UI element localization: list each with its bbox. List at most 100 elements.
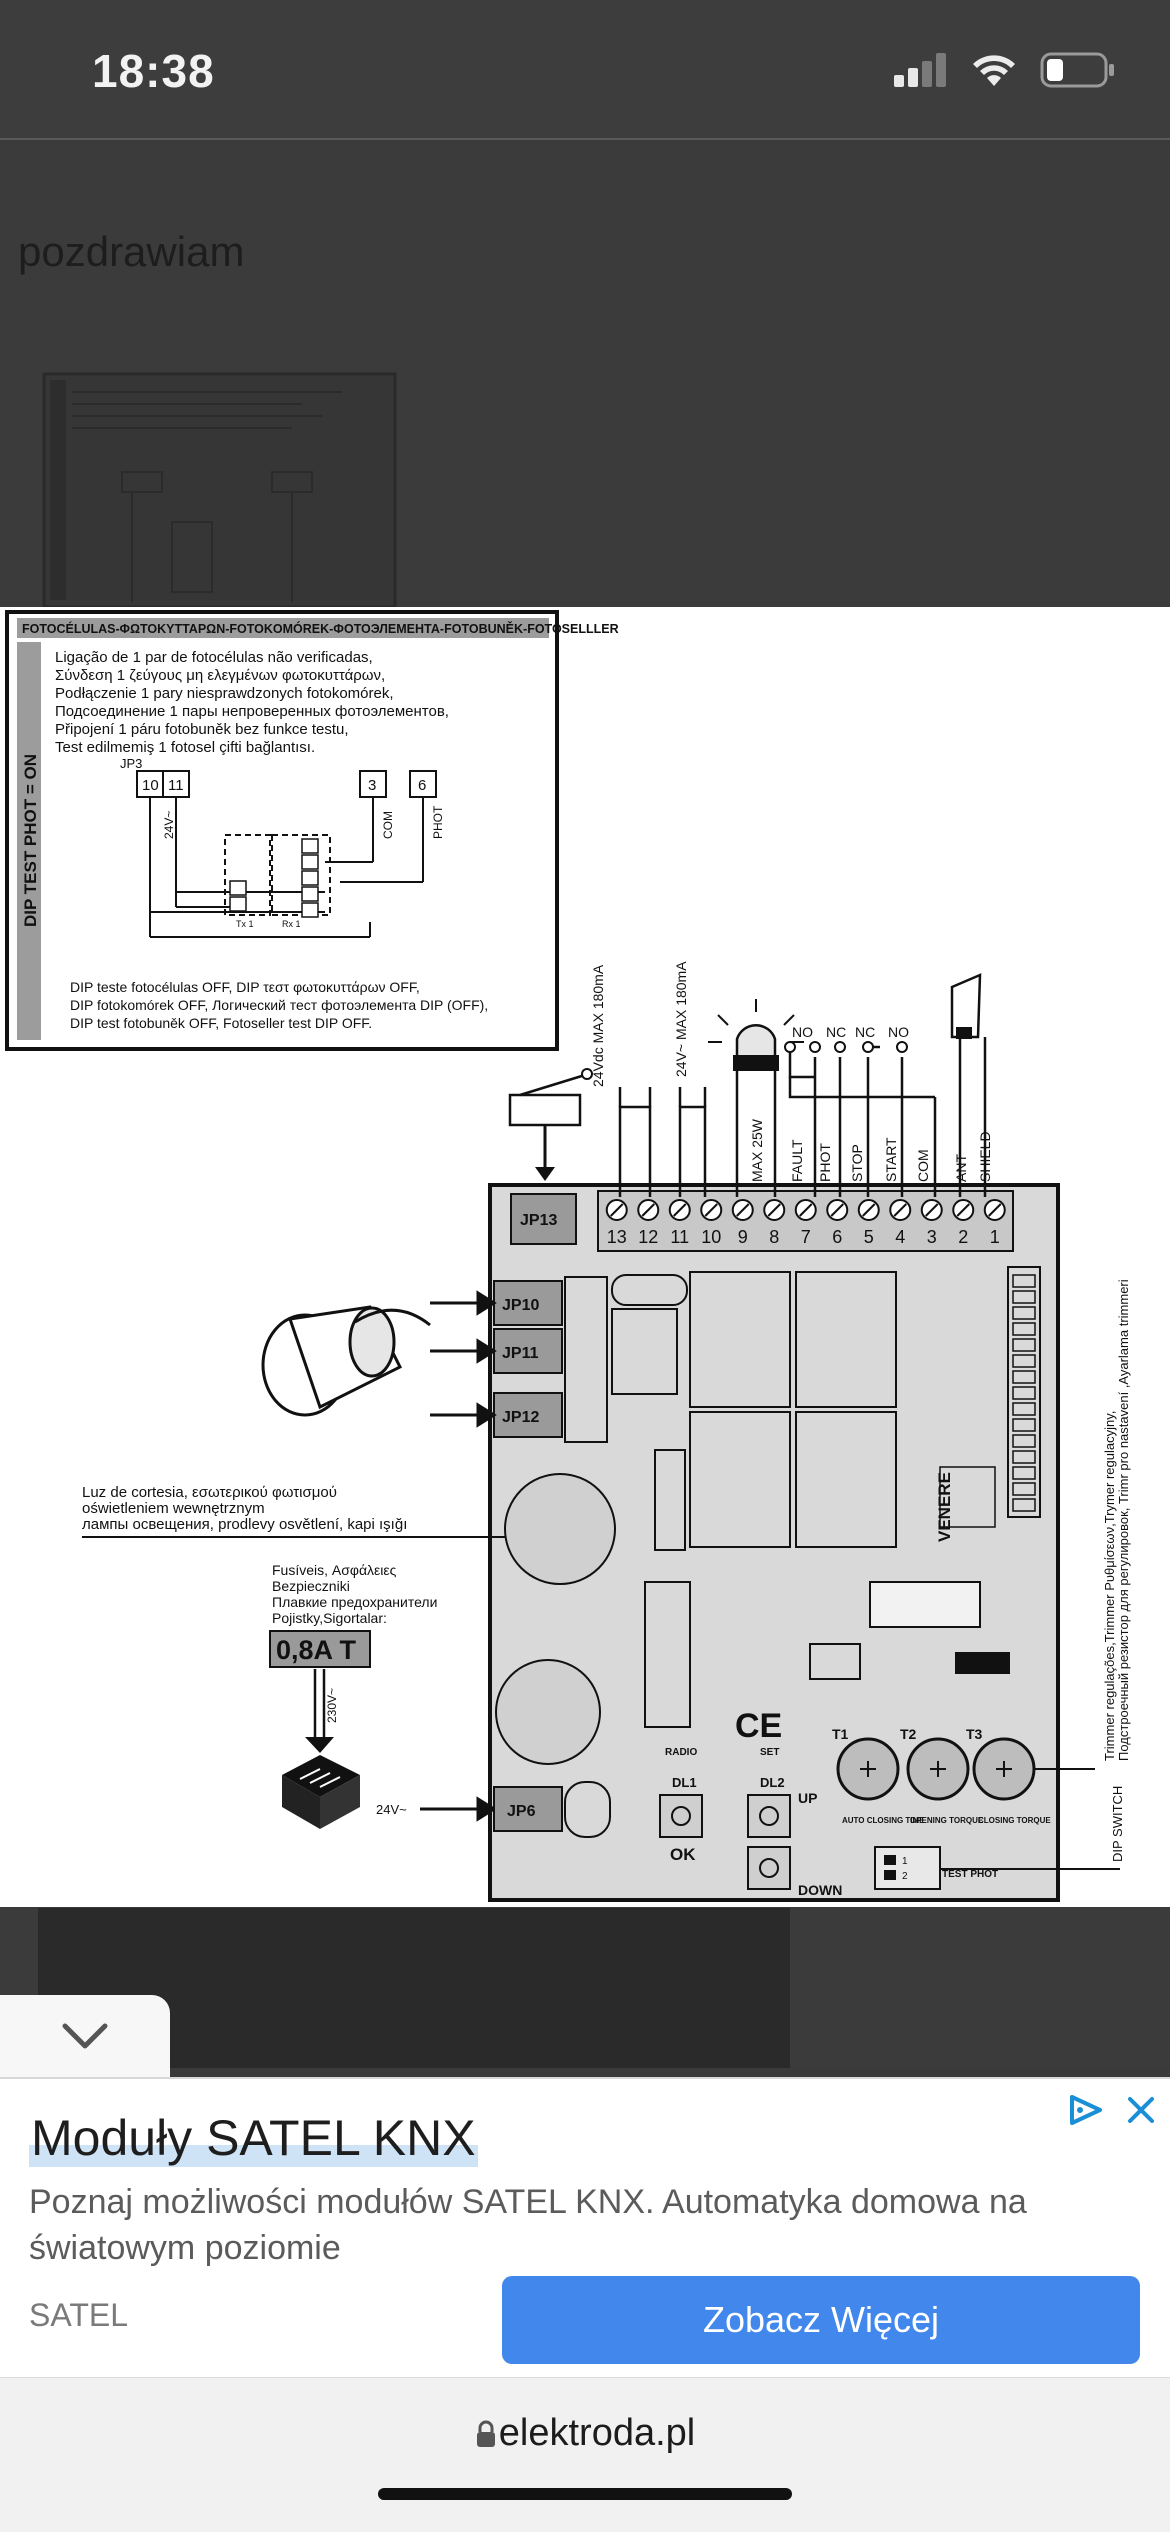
label-fault: FAULT [789,1139,805,1182]
status-time: 18:38 [92,45,215,97]
jp11-label: JP11 [502,1345,539,1362]
fuse-text: Bezpieczniki [272,1578,350,1594]
inset-footer: DIP fotokomórek OFF, Логический тест фот… [70,997,488,1013]
fuse-text: Fusíveis, Ασφάλειες [272,1562,397,1578]
ad-brand: SATEL [29,2297,128,2333]
label-max25w: MAX 25W [749,1118,765,1182]
terminal-screw-slot [862,1203,876,1217]
terminal-number: 1 [990,1227,1000,1247]
ad-title[interactable]: Moduły SATEL KNX [29,2109,478,2167]
lock-icon [476,2420,495,2447]
url-domain: elektroda.pl [498,2412,696,2454]
battery-icon [1040,52,1114,88]
image-viewer[interactable]: FOTOCÉLULAS-ΦΩΤΟΚΥΤΤΑΡΩΝ-FOTOKOMÓREK-ФОТ… [0,607,1170,1907]
inset-header: FOTOCÉLULAS-ΦΩΤΟΚΥΤΤΑΡΩΝ-FOTOKOMÓREK-ФОТ… [22,621,619,636]
article-text: pozdrawiam [18,228,245,275]
auto-closing-label: AUTO CLOSING TIME [842,1816,925,1825]
label-24vdc: 24Vdc MAX 180mA [590,964,606,1087]
header-pin [1012,1482,1036,1496]
inset-side-label: DIP TEST PHOT = ON [21,754,40,927]
header-pin [1012,1466,1036,1480]
trimmer-text: Подстроечный резистор для регулировок, T… [1116,1279,1131,1761]
terminal-screw-slot [893,1203,907,1217]
inset-phot-label: PHOT [431,805,445,839]
wiring-diagram: FOTOCÉLULAS-ΦΩΤΟΚΥΤΤΑΡΩΝ-FOTOKOMÓREK-ФОТ… [5,610,1131,1902]
inset-line: Σύνδεση 1 ζεύγους μη ελεγμένων φωτοκυττά… [55,667,385,684]
terminal-number: 7 [801,1227,811,1247]
inset-footer: DIP teste fotocélulas OFF, DIP τεστ φωτο… [70,979,420,995]
url-bar[interactable]: elektroda.pl [0,2377,1170,2532]
ad-cta-button[interactable]: Zobacz Więcej [502,2276,1140,2364]
header-pin [1012,1354,1036,1368]
header-pin [1012,1386,1036,1400]
ad-banner[interactable]: Moduły SATEL KNX Poznaj możliwości moduł… [0,2077,1170,2377]
jp13-label: JP13 [520,1212,557,1229]
terminal-screw-slot [925,1203,939,1217]
light-text: лампы освещения, prodlevy osvětlení, kap… [82,1516,407,1533]
terminal-screw-slot [988,1203,1002,1217]
header-pin [1012,1402,1036,1416]
url-display[interactable]: elektroda.pl [0,2412,1170,2455]
terminal-screw-slot [736,1203,750,1217]
ad-description: Poznaj możliwości modułów SATEL KNX. Aut… [29,2183,1027,2267]
terminal-number: 5 [864,1227,874,1247]
header-pin [1012,1306,1036,1320]
terminal-screw-slot [799,1203,813,1217]
label-24vac: 24V~ MAX 180mA [673,961,689,1077]
home-indicator [378,2488,792,2500]
fuse-text: Pojistky,Sigortalar: [272,1610,387,1626]
light-text: Luz de cortesia, εσωτερικού φωτισμού [82,1484,337,1501]
dip-switch-label: DIP SWITCH [1110,1786,1125,1862]
230v-label: 230V~ [325,1688,339,1723]
inset-tx: Tx 1 [236,919,254,929]
terminal-number: 6 [832,1227,842,1247]
inset-com-label: COM [381,811,395,839]
jp6-label: JP6 [507,1803,536,1820]
microswitch [508,1068,593,1181]
opening-torque-label: OPENING TORQUE [910,1816,984,1825]
dl2-label: DL2 [760,1775,785,1790]
24v-label: 24V~ [376,1802,407,1817]
header-pin [1012,1338,1036,1352]
terminal-screw-slot [704,1203,718,1217]
dimmed-thumbnail[interactable] [42,372,397,607]
inset-terminal: 11 [168,777,184,794]
terminal-number: 9 [738,1227,748,1247]
close-icon[interactable] [1124,2093,1158,2127]
t1-label: T1 [832,1726,849,1742]
label-nc: NC [826,1024,846,1040]
inset-line: Podłączenie 1 pary niesprawdzonych fotok… [55,685,394,702]
terminal-number: 8 [769,1227,779,1247]
cellular-signal-icon [894,53,946,87]
ad-choices-icon[interactable] [1066,2093,1104,2127]
inset-footer: DIP test fotobuněk OFF, Fotoseller test … [70,1015,372,1031]
label-phot: PHOT [817,1143,833,1182]
terminal-number: 2 [958,1227,968,1247]
terminal-screw-slot [830,1203,844,1217]
inset-line: Ligação de 1 par de fotocélulas não veri… [55,649,373,666]
inset-24v-label: 24V~ [162,811,176,839]
label-nc: NC [855,1024,875,1040]
terminal-screw-slot [956,1203,970,1217]
terminal-number: 13 [607,1227,627,1247]
label-com: COM [915,1149,931,1182]
transformer [282,1755,360,1829]
status-bar: 18:38 [0,0,1170,140]
inset-jp3: JP3 [120,756,142,771]
label-start: START [883,1137,899,1182]
ad-collapse-tab[interactable] [0,1995,170,2077]
header-pin [1012,1498,1036,1512]
terminal-number: 11 [670,1227,689,1247]
down-label: DOWN [798,1882,842,1898]
motor [261,1305,431,1417]
fuse-value: 0,8A T [276,1635,357,1665]
inset-rx: Rx 1 [282,919,301,929]
photocell-inset: FOTOCÉLULAS-ΦΩΤΟΚΥΤΤΑΡΩΝ-FOTOKOMÓREK-ФОТ… [5,610,619,1051]
inset-line: Test edilmemiş 1 fotosel çifti bağlantıs… [55,739,315,756]
label-stop: STOP [849,1144,865,1182]
label-no: NO [888,1024,909,1040]
terminal-screw-slot [610,1203,624,1217]
header-pin [1012,1322,1036,1336]
wifi-icon [973,55,1015,86]
